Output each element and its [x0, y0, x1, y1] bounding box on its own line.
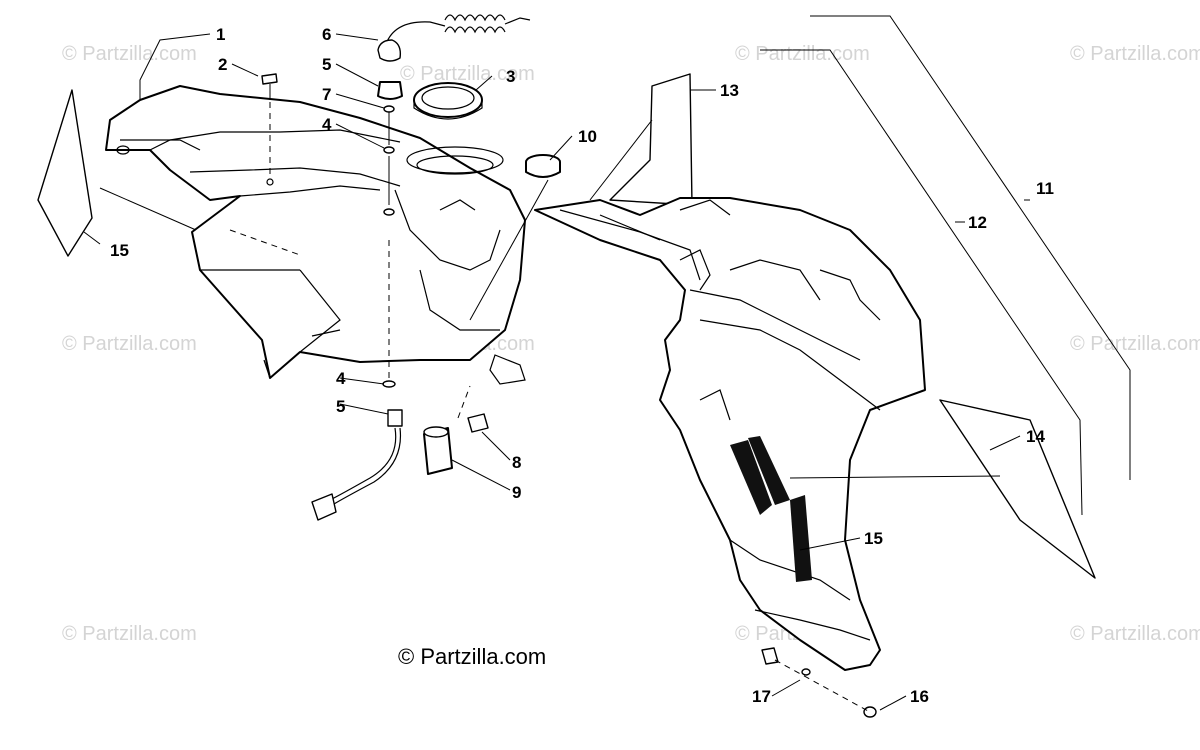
fastener-hardware	[761, 647, 877, 718]
callout-5: 5	[322, 55, 331, 74]
clip	[467, 413, 489, 433]
callout-16: 16	[910, 687, 929, 706]
cap	[525, 154, 561, 178]
callout-8: 8	[512, 453, 521, 472]
callout-11: 11	[1036, 179, 1054, 198]
watermark: © Partzilla.com	[400, 63, 535, 85]
callout-7: 7	[322, 85, 331, 104]
copyright-text: © Partzilla.com	[398, 644, 546, 669]
watermark: © Partzilla.com	[735, 43, 870, 65]
spring-lead	[377, 14, 531, 62]
callout-2: 2	[218, 55, 227, 74]
callout-15: 15	[864, 529, 883, 548]
console-panel-left	[105, 85, 526, 385]
switch-upper	[377, 81, 403, 388]
callout-13: 13	[720, 81, 739, 100]
screw	[261, 73, 278, 186]
watermark: © Partzilla.com	[1070, 333, 1200, 355]
callout-12: 12	[968, 213, 987, 232]
decal-upper	[609, 73, 693, 206]
callout-9: 9	[512, 483, 521, 502]
callout-5: 5	[336, 397, 345, 416]
callout-14: 14	[1026, 427, 1045, 446]
callout-4: 4	[336, 369, 346, 388]
leader-lines	[83, 33, 1021, 711]
decal-left	[37, 89, 93, 257]
side-panel-right	[534, 197, 926, 671]
decal-right	[939, 399, 1096, 579]
callout-6: 6	[322, 25, 331, 44]
callout-17: 17	[752, 687, 771, 706]
callout-3: 3	[506, 67, 515, 86]
watermark: © Partzilla.com	[62, 43, 197, 65]
watermark: © Partzilla.com	[62, 333, 197, 355]
watermark: © Partzilla.com	[1070, 623, 1200, 645]
gasket-ring	[413, 82, 483, 120]
callout-15: 15	[110, 241, 129, 260]
watermark: © Partzilla.com	[1070, 43, 1200, 65]
callout-1: 1	[216, 25, 225, 44]
callouts: 1 2 6 5 7 4 3 10 13 11 12 15 4 5 8 9 14 …	[110, 25, 1054, 706]
watermark: © Partzilla.com	[62, 623, 197, 645]
switch-lower	[311, 409, 403, 521]
callout-10: 10	[578, 127, 597, 146]
callout-4: 4	[322, 115, 332, 134]
group-brackets	[760, 15, 1131, 516]
socket	[423, 385, 471, 475]
